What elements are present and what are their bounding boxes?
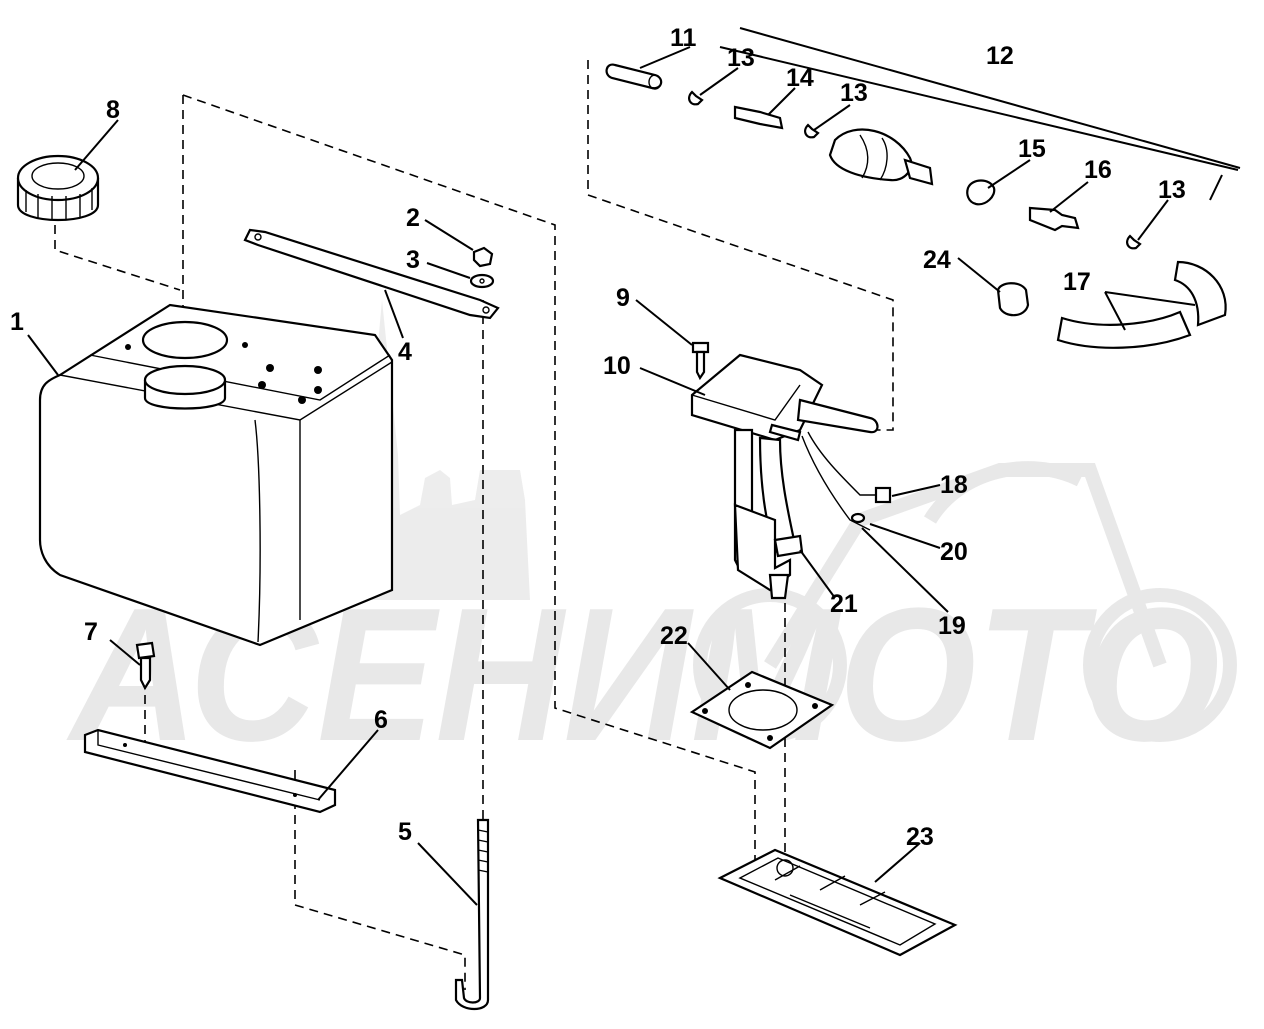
j-bolt (454, 818, 490, 1011)
callout-11: 11 (670, 24, 697, 52)
nut-and-washer (469, 246, 495, 289)
callout-13-a: 13 (727, 44, 755, 72)
mounting-bracket (83, 728, 337, 814)
fuel-tank (38, 303, 394, 647)
filter-plate (717, 848, 958, 957)
callout-13-b: 13 (840, 79, 868, 107)
callout-24: 24 (923, 246, 951, 274)
callout-22: 22 (660, 622, 688, 650)
callout-6: 6 (374, 706, 388, 734)
callout-5: 5 (398, 818, 412, 846)
sleeve-11 (605, 63, 663, 90)
callout-19: 19 (938, 612, 966, 640)
hold-down-strap (243, 228, 500, 320)
callout-7: 7 (84, 618, 98, 646)
fuel-line-kit (605, 63, 1227, 349)
callout-4: 4 (398, 338, 412, 366)
callout-12: 12 (986, 42, 1014, 70)
callout-18: 18 (940, 471, 968, 499)
callout-21: 21 (830, 590, 858, 618)
fuel-cap (16, 154, 100, 221)
callout-3: 3 (406, 246, 420, 274)
callout-16: 16 (1084, 156, 1112, 184)
callout-1: 1 (10, 308, 24, 336)
callout-8: 8 (106, 96, 120, 124)
callout-10: 10 (603, 352, 631, 380)
callout-17: 17 (1063, 268, 1091, 296)
leader-lines (27, 27, 1241, 906)
callout-9: 9 (616, 284, 630, 312)
bracket-screw (135, 641, 156, 691)
callout-14: 14 (786, 64, 814, 92)
pickup-assembly (690, 341, 892, 600)
gasket (689, 670, 835, 750)
callout-13-c: 13 (1158, 176, 1186, 204)
callout-20: 20 (940, 538, 968, 566)
callouts: 1 2 3 4 5 6 7 8 9 10 11 12 13 13 13 14 1… (10, 24, 1186, 851)
callout-2: 2 (406, 204, 420, 232)
callout-23: 23 (906, 823, 934, 851)
callout-15: 15 (1018, 135, 1046, 163)
